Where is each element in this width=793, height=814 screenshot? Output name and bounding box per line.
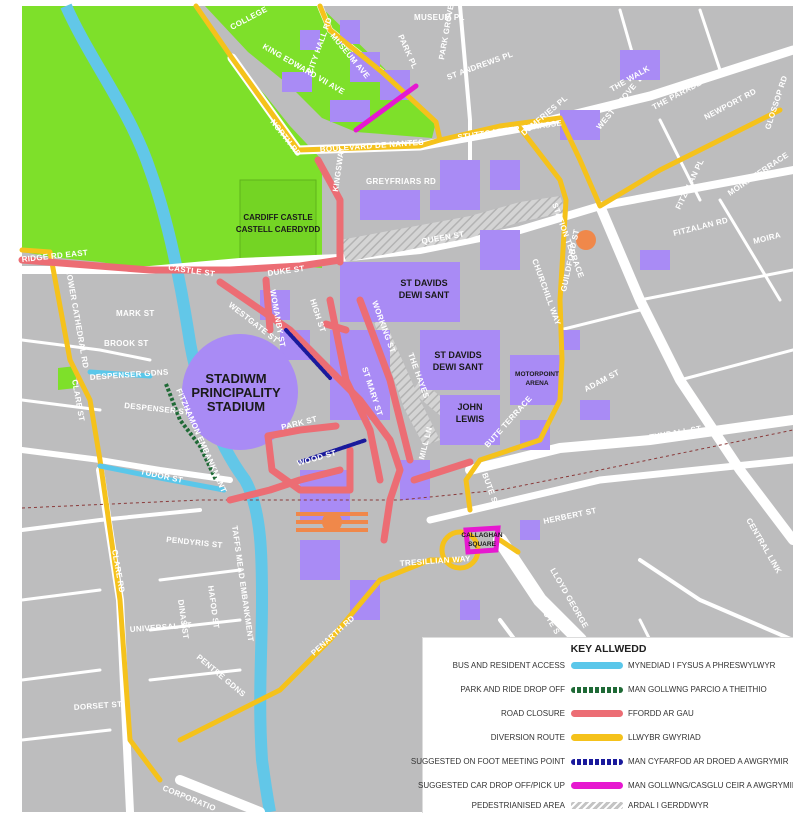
stadium-label-1: STADIWM xyxy=(205,371,266,386)
legend-row-road-closure: ROAD CLOSURE FFORDD AR GAU xyxy=(423,706,793,722)
st-davids-2-cy: DEWI SANT xyxy=(433,362,484,372)
legend-label-cy: MAN GOLLWNG/CASGLU CEIR A AWGRYMIR xyxy=(628,781,793,790)
railway-line xyxy=(21,429,793,509)
bus-access-swatch xyxy=(571,662,623,669)
legend-row-pedestrian: PEDESTRIANISED AREA ARDAL I GERDDWYR xyxy=(423,798,793,814)
legend-row-meeting-point: SUGGESTED ON FOOT MEETING POINT MAN CYFA… xyxy=(411,754,793,770)
park-ride-swatch xyxy=(571,687,623,693)
legend-title: KEY ALLWEDD xyxy=(570,643,647,655)
car-drop-swatch xyxy=(571,782,623,789)
legend-label-cy: MYNEDIAD I FYSUS A PHRESWYLWYR xyxy=(628,661,776,670)
legend-label-en: BUS AND RESIDENT ACCESS xyxy=(452,661,565,670)
legend-label-en: SUGGESTED ON FOOT MEETING POINT xyxy=(410,757,565,766)
legend-row-car-drop: SUGGESTED CAR DROP OFF/PICK UP MAN GOLLW… xyxy=(418,778,793,794)
car-dropoff xyxy=(353,83,501,555)
meeting-point-swatch xyxy=(571,759,623,765)
road-closures xyxy=(18,156,474,544)
legend-label-cy: FFORDD AR GAU xyxy=(628,709,694,718)
motorpoint-1: MOTORPOINT xyxy=(515,371,559,378)
stadium-label-2: PRINCIPALITY xyxy=(191,385,281,400)
legend-label-cy: MAN GOLLWNG PARCIO A THEITHIO xyxy=(628,685,767,694)
castle-label-en: CARDIFF CASTLE xyxy=(243,213,313,222)
landmark-labels: CARDIFF CASTLE CASTELL CAERDYDD STADIWM … xyxy=(191,213,559,548)
street-universal: UNIVERSAL ST xyxy=(130,621,193,634)
queen-st-station-icon xyxy=(576,230,596,250)
meeting-points xyxy=(284,328,368,464)
central-station xyxy=(296,512,368,532)
stadium-shape xyxy=(182,334,298,450)
map-frame xyxy=(0,0,22,812)
callaghan-2: SQUARE xyxy=(468,541,496,548)
legend-row-diversion: DIVERSION ROUTE LLWYBR GWYRIAD xyxy=(423,730,793,746)
pedestrian-swatch xyxy=(571,802,623,809)
sophia-corner xyxy=(58,366,76,390)
legend-label-cy: LLWYBR GWYRIAD xyxy=(628,733,701,742)
legend-label-en: DIVERSION ROUTE xyxy=(490,733,565,742)
motorpoint-shape xyxy=(516,358,556,398)
st-davids-1-en: ST DAVIDS xyxy=(400,278,447,288)
street-mark-st: MARK ST xyxy=(116,309,155,318)
st-davids-2-en: ST DAVIDS xyxy=(434,350,481,360)
castle-grounds xyxy=(239,179,317,261)
legend-row-bus-access: BUS AND RESIDENT ACCESS MYNEDIAD I FYSUS… xyxy=(423,658,793,674)
legend-row-park-ride: PARK AND RIDE DROP OFF MAN GOLLWNG PARCI… xyxy=(423,682,793,698)
legend-label-en: PEDESTRIANISED AREA xyxy=(471,801,565,810)
legend-label-en: SUGGESTED CAR DROP OFF/PICK UP xyxy=(418,781,565,790)
castle-label-cy: CASTELL CAERDYDD xyxy=(236,225,321,234)
road-closure-swatch xyxy=(571,710,623,717)
john-lewis-1: JOHN xyxy=(457,402,482,412)
river-taff xyxy=(60,3,276,812)
cathays-park xyxy=(205,6,436,138)
legend-label-cy: MAN CYFARFOD AR DROED A AWGRYMIR xyxy=(628,757,789,766)
street-greyfriars: GREYFRIARS RD xyxy=(366,177,436,186)
street-brook-st: BROOK ST xyxy=(104,339,149,348)
motorpoint-2: ARENA xyxy=(525,380,548,387)
bus-resident-access xyxy=(87,369,227,493)
diversion-route xyxy=(19,3,783,783)
street-dorset: DORSET ST xyxy=(74,700,123,712)
diversion-swatch xyxy=(571,734,623,741)
map-legend: KEY ALLWEDD BUS AND RESIDENT ACCESS MYNE… xyxy=(411,637,793,814)
legend-label-en: PARK AND RIDE DROP OFF xyxy=(460,685,565,694)
legend-label-cy: ARDAL I GERDDWYR xyxy=(628,801,709,810)
stadium-label-3: STADIUM xyxy=(207,399,265,414)
john-lewis-2: LEWIS xyxy=(456,414,485,424)
st-davids-1-cy: DEWI SANT xyxy=(399,290,450,300)
park-ride-dropoff xyxy=(164,383,218,481)
map-frame-top xyxy=(0,0,793,6)
street-museum-pl: MUSEUM PL xyxy=(414,13,465,22)
legend-label-en: ROAD CLOSURE xyxy=(500,709,565,718)
callaghan-1: CALLAGHAN xyxy=(461,532,502,539)
